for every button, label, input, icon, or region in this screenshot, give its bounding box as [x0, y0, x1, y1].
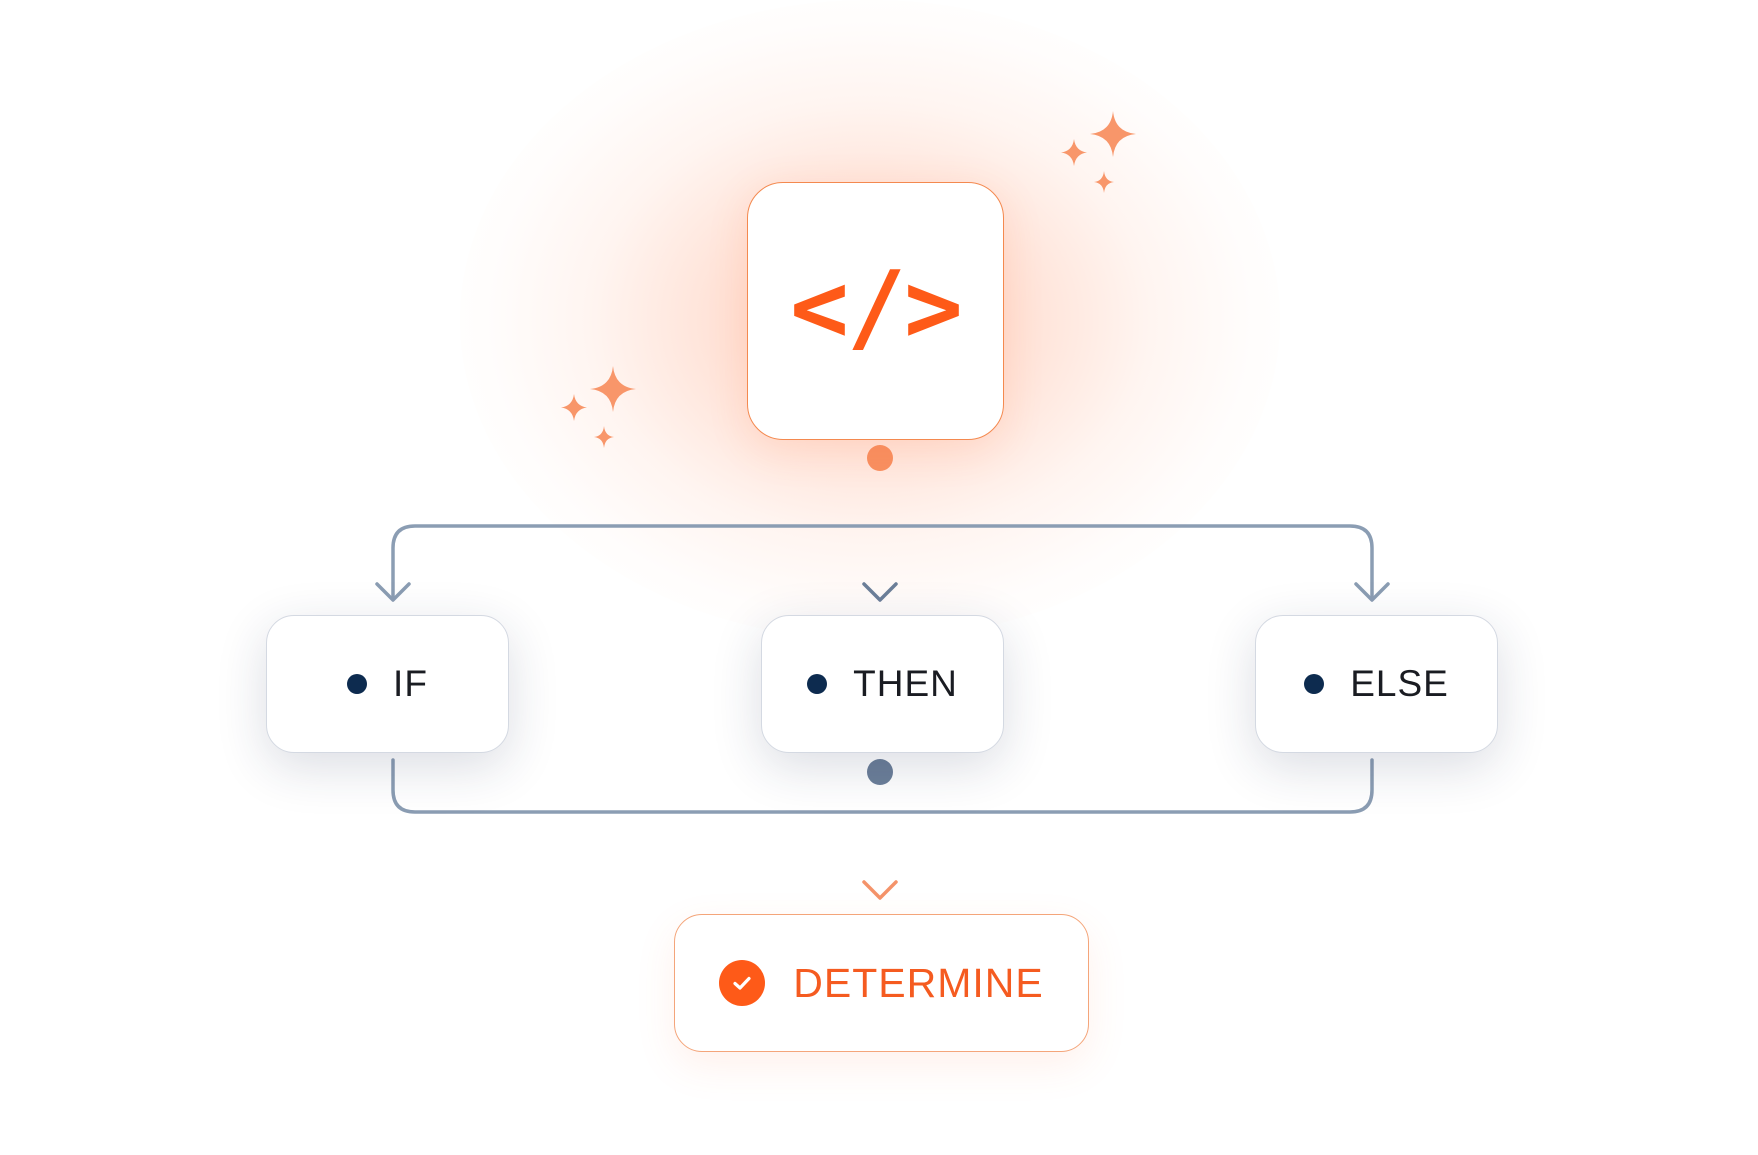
- branch-label-if: IF: [393, 663, 428, 704]
- sparkle-icon-right: [1061, 111, 1136, 193]
- result-label: DETERMINE: [793, 959, 1044, 1006]
- branch-label-else: ELSE: [1350, 663, 1449, 704]
- branch-label-then: THEN: [853, 663, 958, 704]
- merge-node-dot: [867, 759, 893, 785]
- arrow-head-then: [862, 582, 898, 602]
- bullet-dot-icon: [347, 674, 368, 694]
- root-node-dot: [867, 445, 893, 471]
- arrow-head-if: [375, 582, 411, 602]
- bullet-dot-icon: [1304, 674, 1325, 694]
- arrow-head-else: [1354, 582, 1390, 602]
- branch-card-then: THEN: [761, 615, 1004, 753]
- code-tag-icon: </>: [789, 251, 963, 365]
- branch-card-if: IF: [266, 615, 509, 753]
- split-connector: [391, 524, 1374, 600]
- merge-connector: [391, 758, 1374, 814]
- result-card-determine: DETERMINE: [674, 914, 1089, 1052]
- sparkle-icon-left: [561, 366, 636, 448]
- check-circle-icon: [719, 960, 766, 1006]
- branch-card-else: ELSE: [1255, 615, 1498, 753]
- arrow-head-result: [862, 880, 898, 900]
- code-node-card: </>: [747, 182, 1004, 440]
- bullet-dot-icon: [807, 674, 828, 694]
